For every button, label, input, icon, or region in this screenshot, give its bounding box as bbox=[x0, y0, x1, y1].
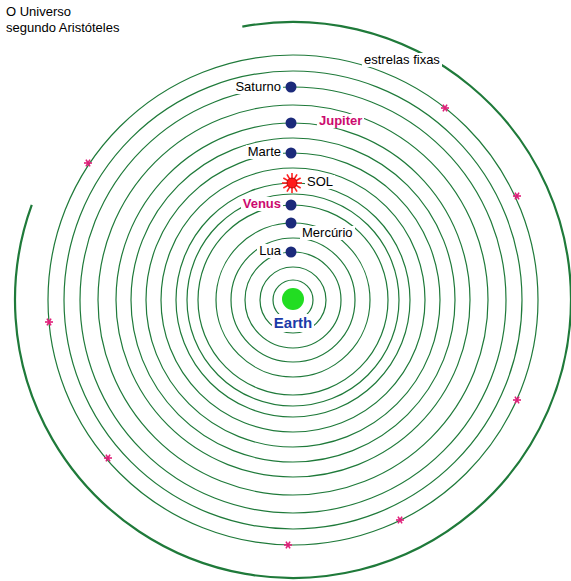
star-stroke bbox=[398, 517, 402, 524]
sphere-ring bbox=[260, 267, 326, 333]
sphere-ring bbox=[198, 205, 388, 395]
star-stroke bbox=[86, 160, 90, 167]
planet-dot bbox=[286, 200, 297, 211]
sun-disc bbox=[287, 178, 297, 188]
planet-dot bbox=[286, 82, 297, 93]
sphere-ring bbox=[116, 123, 470, 477]
star-stroke bbox=[286, 542, 290, 549]
star-mark bbox=[104, 455, 112, 462]
sphere-ring bbox=[245, 252, 341, 348]
star-stroke bbox=[398, 517, 402, 524]
planet-dot bbox=[286, 118, 297, 129]
planet-name: Saturno bbox=[233, 80, 283, 95]
sphere-ring bbox=[146, 153, 440, 447]
diagram-title: O Universo segundo Aristóteles bbox=[6, 4, 124, 37]
star-stroke bbox=[86, 160, 90, 167]
star-stroke bbox=[443, 105, 447, 112]
sphere-ring bbox=[231, 238, 355, 362]
fixed-stars-label: estrelas fixas bbox=[362, 53, 442, 68]
star-mark bbox=[513, 397, 521, 404]
star-stroke bbox=[106, 455, 110, 462]
earth-name: Earth bbox=[272, 314, 314, 331]
star-stroke bbox=[106, 455, 110, 462]
sphere-ring bbox=[64, 71, 522, 529]
sphere-rings bbox=[48, 55, 538, 545]
planet-dots bbox=[286, 82, 297, 258]
star-mark bbox=[441, 105, 449, 112]
star-stroke bbox=[47, 319, 51, 326]
outer-sphere bbox=[15, 22, 571, 578]
sphere-ring bbox=[80, 87, 506, 513]
sphere-ring bbox=[176, 183, 410, 417]
planet-name: Venus bbox=[241, 197, 283, 212]
planet-name: Jupiter bbox=[317, 114, 364, 129]
earth-globe bbox=[282, 288, 304, 310]
planet-name: Mercúrio bbox=[300, 226, 355, 241]
planet-dot bbox=[286, 148, 297, 159]
sun-symbol bbox=[282, 173, 302, 193]
star-stroke bbox=[515, 193, 519, 200]
star-mark bbox=[284, 542, 292, 549]
sphere-ring bbox=[48, 55, 538, 545]
star-mark bbox=[84, 160, 92, 167]
star-mark bbox=[396, 517, 404, 524]
star-stroke bbox=[515, 193, 519, 200]
star-mark bbox=[513, 193, 521, 200]
sphere-ring bbox=[98, 105, 488, 495]
star-stroke bbox=[515, 397, 519, 404]
planet-dot bbox=[286, 247, 297, 258]
sphere-ring bbox=[216, 223, 370, 377]
sphere-ring bbox=[187, 194, 399, 406]
planet-name: Marte bbox=[246, 145, 283, 160]
sphere-ring bbox=[161, 168, 425, 432]
planet-dot bbox=[286, 218, 297, 229]
fixed-stars bbox=[45, 105, 521, 549]
sphere-ring bbox=[131, 138, 455, 462]
star-stroke bbox=[443, 105, 447, 112]
star-mark bbox=[45, 319, 53, 326]
star-stroke bbox=[286, 542, 290, 549]
star-stroke bbox=[515, 397, 519, 404]
star-stroke bbox=[47, 319, 51, 326]
sun-name: SOL bbox=[305, 175, 335, 190]
moon-name: Lua bbox=[257, 244, 283, 259]
